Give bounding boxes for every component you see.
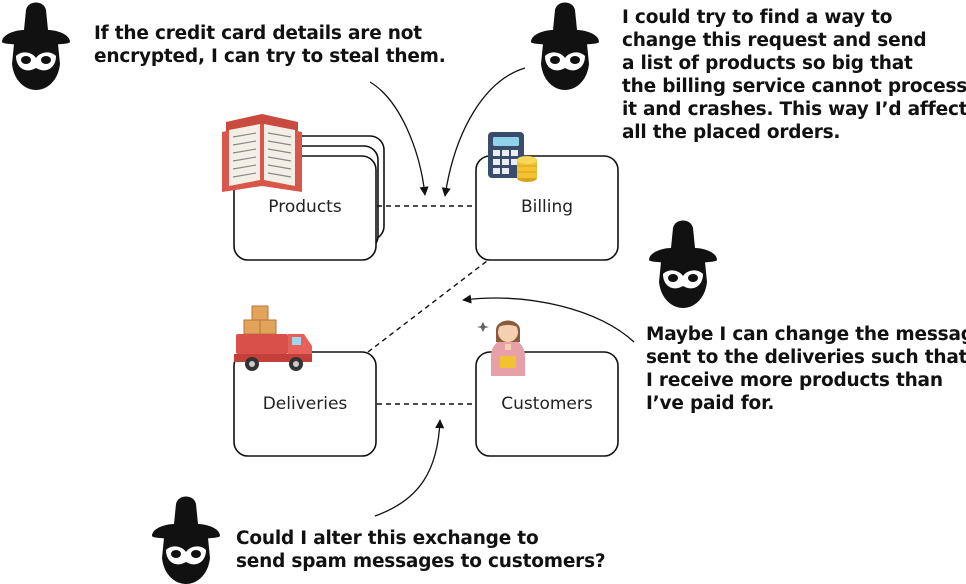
customers-label: Customers [501,394,593,414]
spy-icon [531,2,599,90]
deliveries-message-note: Maybe I can change the message sent to t… [646,324,966,414]
products-label: Products [268,197,342,217]
deliveries-message-arrow [462,294,635,343]
billing-node: Billing [475,155,619,261]
spy-icon [649,220,717,308]
spam-arrow [374,419,445,517]
credit-card-note: If the credit card details are not encry… [94,23,446,67]
billing-label: Billing [521,197,573,217]
customer-icon [477,320,525,376]
billing-request-note: I could try to find a way to change this… [622,7,966,143]
billing-request-arrow [441,67,526,197]
customers-node: Customers [475,351,619,457]
calculator-coins-icon [488,132,537,182]
delivery-truck-icon [234,305,312,371]
credit-card-arrow [369,81,429,196]
deliveries-label: Deliveries [263,394,348,414]
spy-icon [152,496,220,584]
books-icon [222,114,302,192]
billing-deliveries-connection [367,260,488,353]
deliveries-node: Deliveries [233,351,377,457]
spam-note: Could I alter this exchange to send spam… [236,528,606,572]
spy-icon [2,2,70,90]
